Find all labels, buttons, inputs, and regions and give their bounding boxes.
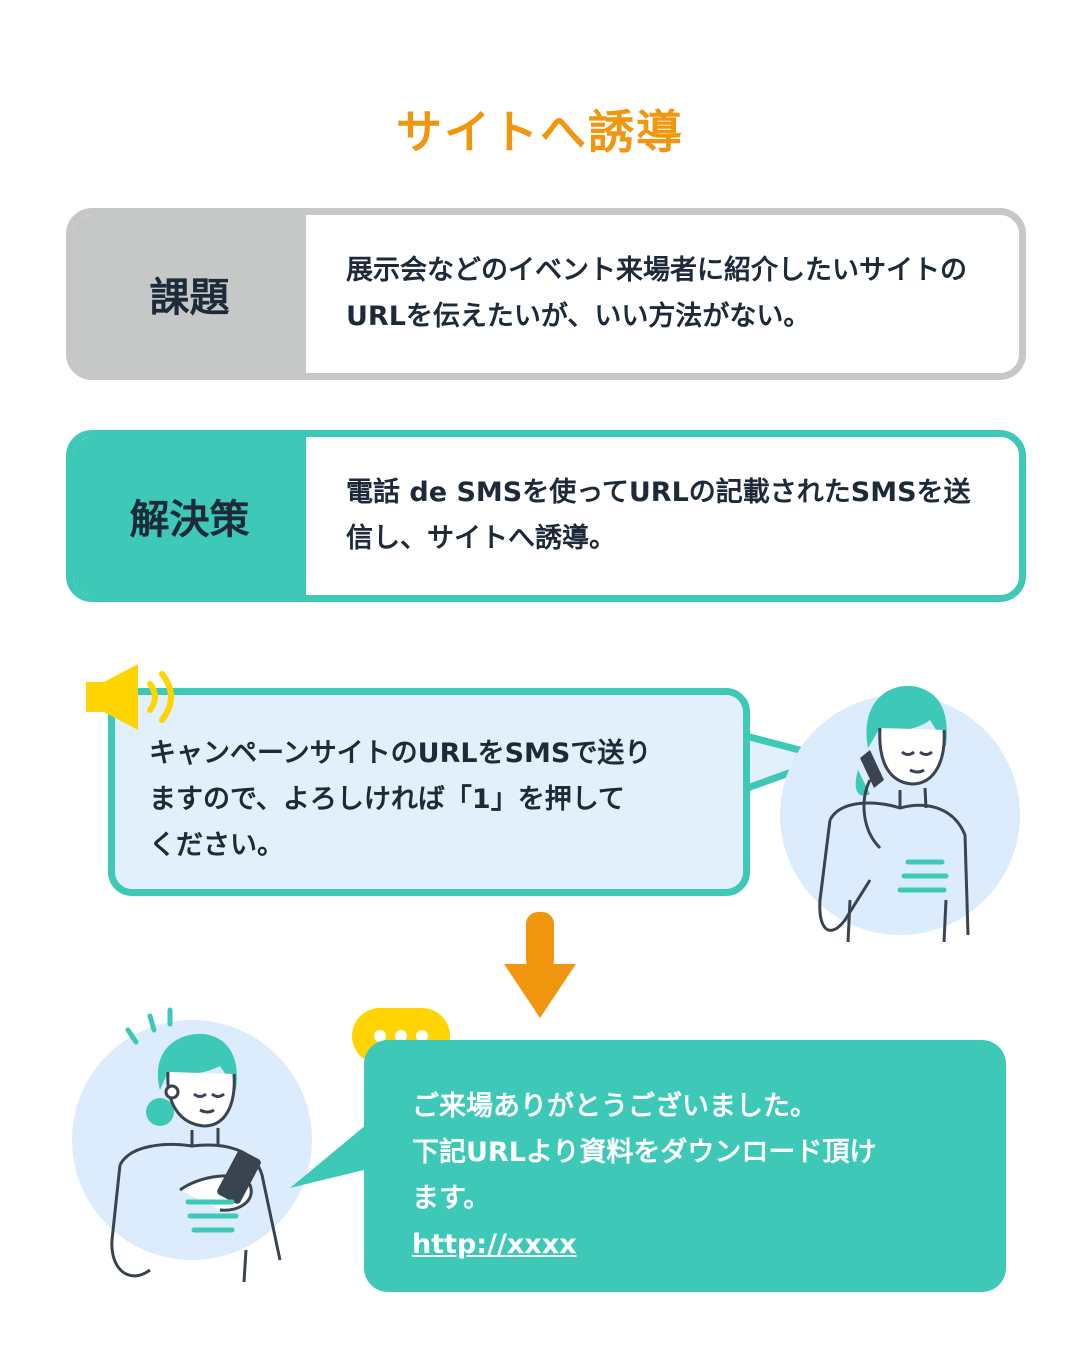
speaker-icon xyxy=(86,664,174,730)
sms-link[interactable]: http://xxxx xyxy=(412,1229,577,1260)
problem-label: 課題 xyxy=(73,215,306,373)
voice-message-line3: ください。 xyxy=(149,830,284,861)
problem-box: 課題 展示会などのイベント来場者に紹介したいサイトのURLを伝えたいが、いい方法… xyxy=(66,208,1026,380)
voice-message-line1: キャンペーンサイトのURLをSMSで送り xyxy=(149,738,652,769)
sms-message-line1: ご来場ありがとうございました。 xyxy=(412,1091,817,1122)
person-with-smartphone xyxy=(72,1007,312,1283)
person-on-phone xyxy=(780,685,1020,943)
sms-message-line3: ます。 xyxy=(412,1183,491,1214)
page-title: サイトへ誘導 xyxy=(396,105,684,159)
solution-text: 電話 de SMSを使ってURLの記載されたSMSを送信し、サイトへ誘導。 xyxy=(306,437,1019,595)
solution-label: 解決策 xyxy=(73,437,306,595)
problem-text: 展示会などのイベント来場者に紹介したいサイトのURLを伝えたいが、いい方法がない… xyxy=(306,215,1019,373)
voice-message-bubble: キャンペーンサイトのURLをSMSで送り ますので、よろしければ「1」を押して … xyxy=(108,688,750,896)
arrow-down-icon xyxy=(504,912,576,1018)
sms-message-line2: 下記URLより資料をダウンロード頂け xyxy=(412,1137,877,1168)
bubble2-tail xyxy=(290,1120,372,1188)
voice-message-line2: ますので、よろしければ「1」を押して xyxy=(149,784,625,815)
sms-message-bubble: ご来場ありがとうございました。 下記URLより資料をダウンロード頂け ます。 h… xyxy=(364,1040,1006,1292)
solution-box: 解決策 電話 de SMSを使ってURLの記載されたSMSを送信し、サイトへ誘導… xyxy=(66,430,1026,602)
